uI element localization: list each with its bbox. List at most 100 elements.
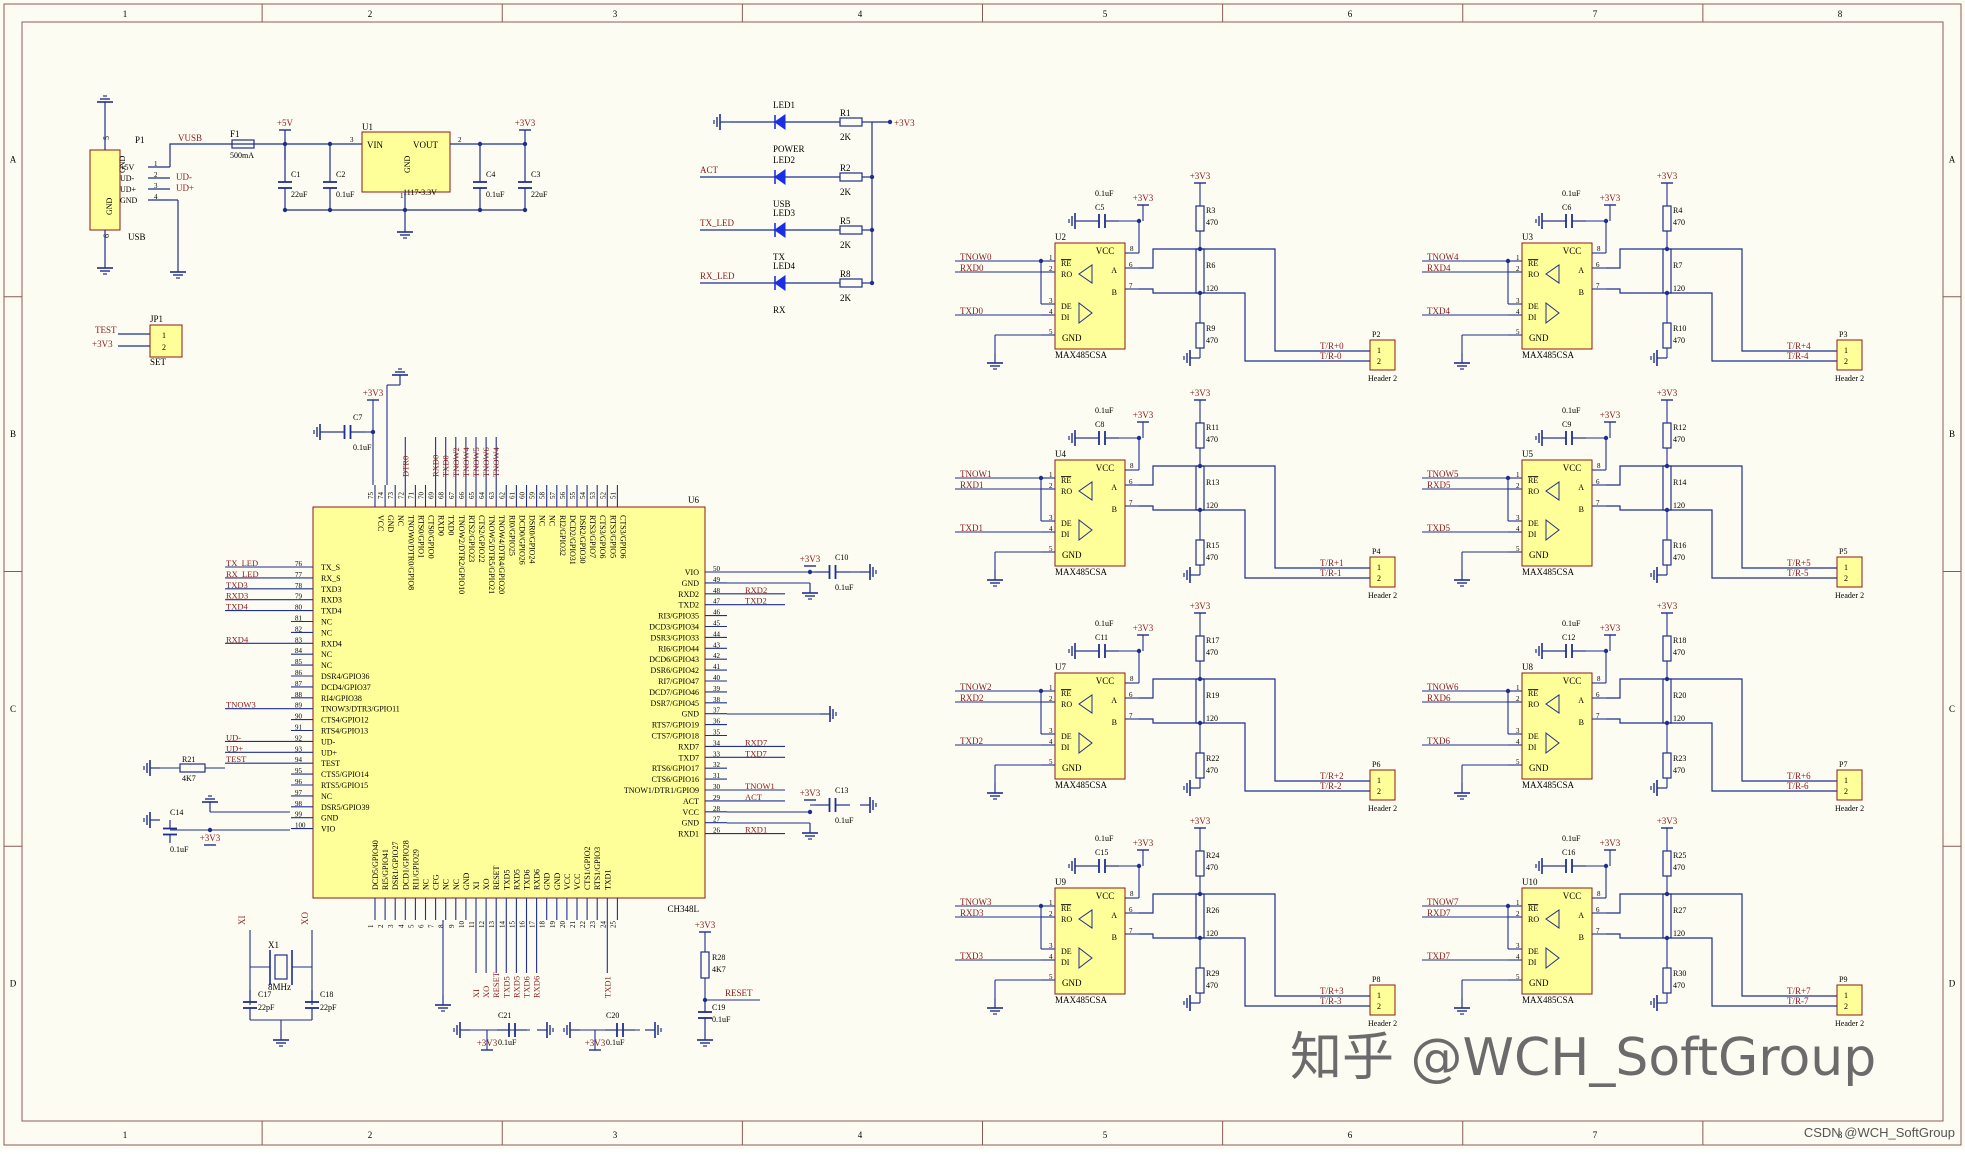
crystal-body (274, 954, 288, 980)
header-pin: 2 (1844, 357, 1848, 366)
junction-dot (1505, 475, 1511, 481)
res-ref: R4 (1673, 206, 1682, 215)
frame-col-label: 6 (1348, 9, 1353, 19)
pin-label: RI2/GPIO32 (558, 515, 567, 556)
pin-number: 37 (713, 707, 721, 715)
pin-number: 2 (1049, 910, 1053, 918)
driver-buffer-icon (1078, 518, 1093, 542)
net-label: TXD5 (501, 976, 511, 998)
header-body (1836, 984, 1863, 1016)
res-value: 2K (840, 293, 852, 303)
pin-number: 48 (713, 587, 721, 595)
frame-col-label: 7 (1593, 9, 1598, 19)
cap-value: 0.1uF (606, 1038, 625, 1047)
pin-label: GND (462, 872, 471, 890)
net-trn: T/R-4 (1787, 351, 1809, 361)
xcvr-pin-re: RE (1061, 689, 1071, 698)
pin-number: 1 (1049, 899, 1053, 907)
res-ref: R29 (1206, 969, 1219, 978)
pin-number: 63 (488, 492, 496, 500)
pin-label: TNOW2/DTR2/GPIO10 (457, 515, 466, 594)
crystal-ref: X1 (268, 940, 279, 950)
xcvr-pin-a: A (1111, 266, 1117, 275)
frame-row-label: A (10, 154, 17, 164)
power-label: +3V3 (1133, 410, 1154, 420)
header-pin: 2 (1844, 787, 1848, 796)
pin-number: 2 (1049, 695, 1053, 703)
pin-label: TX_S (321, 563, 340, 572)
power-label: +3V3 (1600, 838, 1621, 848)
max485-body (1521, 672, 1593, 780)
xcvr-pin-de: DE (1061, 302, 1072, 311)
pin-number: 3 (1516, 297, 1520, 305)
pin-number: 8 (1130, 890, 1134, 898)
cap-value: 0.1uF (498, 1038, 517, 1047)
wire-b (1606, 718, 1667, 724)
watermark-text: 知乎 @WCH_SoftGroup (1290, 1028, 1876, 1088)
net-label: TNOW6 (481, 447, 491, 477)
net-reset: RESET (725, 988, 753, 998)
pin-number: 5 (1049, 973, 1053, 981)
led-ref: LED2 (773, 155, 795, 165)
res-value: 470 (1673, 648, 1685, 657)
cap-ref: C20 (606, 1011, 619, 1020)
xcvr-vcc: VCC (1563, 676, 1582, 686)
cap-value: 0.1uF (835, 583, 854, 592)
cap-value: 0.1uF (1562, 834, 1581, 843)
receiver-buffer-icon (1545, 909, 1560, 929)
frame-col-label: 8 (1838, 1130, 1843, 1140)
wire-tr-neg (1667, 937, 1837, 1007)
pin-label: RXD2 (678, 590, 699, 599)
junction-dot (1505, 688, 1511, 694)
pin-label: RXD6 (533, 869, 542, 890)
header-body (1369, 556, 1396, 588)
usb-gnd-label: GND (118, 155, 127, 173)
pin-label: RTS2/GPIO23 (467, 515, 476, 562)
res-ref: R28 (712, 953, 725, 962)
res-ref: R21 (182, 755, 195, 764)
junction-dot (1603, 218, 1609, 224)
cap-ref: C9 (1562, 420, 1571, 429)
header-ref: P3 (1839, 330, 1847, 339)
cap-ref: C2 (336, 170, 345, 179)
junction-dot (807, 569, 813, 575)
xcvr-pin-ro: RO (1061, 700, 1072, 709)
pin-number: 50 (713, 565, 721, 573)
pin-number: 47 (713, 598, 721, 606)
max485-body (1521, 459, 1593, 567)
wire-tr-neg (1667, 722, 1837, 792)
xcvr-gnd: GND (1529, 763, 1549, 773)
res-ref: R9 (1206, 324, 1215, 333)
jp1-name: SET (150, 357, 167, 367)
frame-row-label: C (10, 704, 16, 714)
res-value: 2K (840, 187, 852, 197)
wire-tr-pos (1200, 678, 1370, 782)
xcvr-pin-re: RE (1061, 904, 1071, 913)
pin-label: DCD6/GPIO43 (649, 655, 699, 664)
pin-number: 2 (1516, 695, 1520, 703)
pin-number: 2 (377, 924, 385, 928)
power-label: +3V3 (1190, 816, 1211, 826)
fuse-ref: F1 (230, 129, 240, 139)
pin-label: GND (321, 814, 339, 823)
driver-buffer-icon (1545, 946, 1560, 970)
pin-label: RI1/GPIO29 (411, 849, 420, 890)
wire-b (1139, 288, 1200, 294)
pin-label: GND (682, 710, 700, 719)
net-label: RX_LED (226, 569, 259, 579)
res-ref: R8 (840, 269, 851, 279)
junction-dot (1038, 903, 1044, 909)
power-label: +3V3 (695, 920, 716, 930)
pin-number: 7 (1596, 927, 1600, 935)
pin-number: 4 (397, 924, 405, 928)
net-txd: TXD7 (1427, 951, 1450, 961)
pin-label: TXD7 (679, 753, 699, 762)
max485-body (1054, 459, 1126, 567)
xcvr-pin-de: DE (1061, 947, 1072, 956)
reg-pin: 2 (458, 136, 462, 144)
cap-ref: C1 (291, 170, 300, 179)
cap-value: 0.1uF (353, 443, 372, 452)
xcvr-gnd: GND (1529, 333, 1549, 343)
res-value: 470 (1206, 981, 1218, 990)
junction-dot (522, 207, 528, 213)
